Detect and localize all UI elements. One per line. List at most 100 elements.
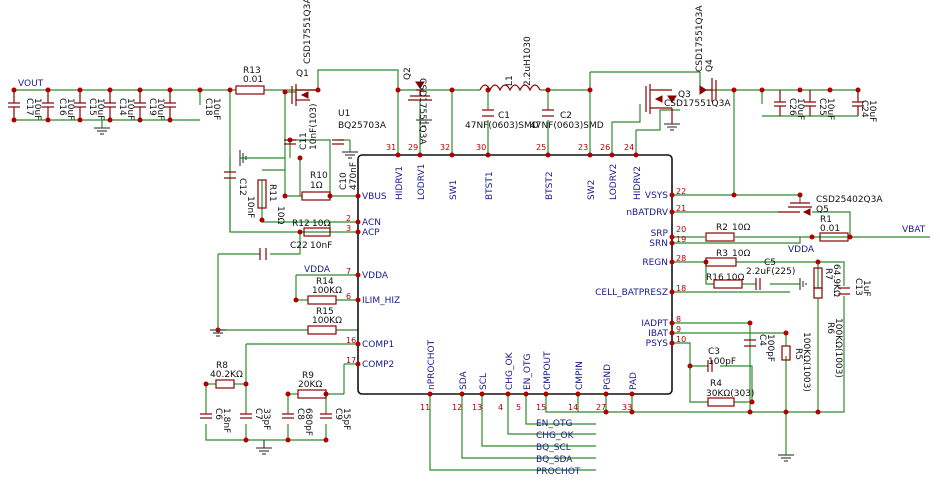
pin-name-srp: SRP	[651, 229, 669, 239]
pin-name-sw2: SW2	[587, 180, 597, 200]
capacitor-c4: C4 100pF	[744, 334, 775, 362]
ground-symbol-input	[94, 127, 110, 135]
pin-name-ibat: IBAT	[648, 329, 668, 339]
pin-number-18: 18	[676, 284, 686, 293]
svg-text:470nF: 470nF	[349, 162, 359, 190]
pin-name-pad: PAD	[629, 372, 639, 390]
svg-text:R16: R16	[706, 273, 724, 283]
pin-name-sda: SDA	[459, 371, 469, 390]
svg-text:C17: C17	[24, 98, 34, 116]
pin-number-28: 28	[676, 254, 686, 263]
svg-text:R4: R4	[710, 379, 722, 389]
pin-name-psys: PSYS	[646, 339, 669, 349]
ic-pin-labels: 31HIDRV129LODRV132SW130BTST125BTST223SW2…	[346, 143, 686, 412]
svg-text:L1: L1	[505, 75, 515, 86]
pin-name-pgnd: PGND	[603, 364, 613, 390]
svg-text:2.2uF(225): 2.2uF(225)	[746, 267, 795, 277]
pin-number-32: 32	[440, 143, 450, 152]
svg-text:100KΩ(1003): 100KΩ(1003)	[833, 318, 843, 378]
svg-text:C8: C8	[295, 408, 305, 420]
ic-ref: U1	[338, 109, 350, 119]
pin-number-30: 30	[476, 143, 486, 152]
pin-name-vbus: VBUS	[362, 192, 387, 202]
pin-number-19: 19	[676, 235, 686, 244]
svg-text:10nF(103): 10nF(103)	[309, 103, 319, 150]
svg-text:100KΩ(1003): 100KΩ(1003)	[801, 332, 811, 392]
pin-name-srn: SRN	[649, 239, 668, 249]
svg-text:R15: R15	[316, 307, 334, 317]
pin-number-10: 10	[676, 335, 686, 344]
pin-number-21: 21	[676, 204, 686, 213]
pin-name-sw1: SW1	[449, 180, 459, 200]
svg-text:C18: C18	[203, 98, 213, 116]
pin-name-cmpin: CMPIN	[575, 361, 585, 390]
pin-number-33: 33	[622, 403, 632, 412]
svg-text:30KΩ(303): 30KΩ(303)	[706, 389, 754, 399]
pin-number-11: 11	[420, 403, 430, 412]
svg-text:CSD17551Q3A: CSD17551Q3A	[695, 5, 705, 72]
svg-text:47NF(0603)SMD: 47NF(0603)SMD	[530, 121, 604, 131]
inductor-l1: L1 2.2uH1030	[479, 36, 541, 92]
capacitor-c7: C7 33pF	[240, 408, 271, 430]
resistor-r12: R12 10Ω	[292, 219, 331, 237]
net-vdda-right: VDDA	[788, 245, 815, 255]
resistor-r9: R9 20KΩ	[297, 371, 327, 399]
svg-text:C26: C26	[787, 98, 797, 116]
resistor-r14: R14 100KΩ	[307, 277, 342, 305]
svg-text:Q5: Q5	[816, 205, 829, 215]
svg-text:R13: R13	[243, 66, 261, 76]
net-vdda-left: VDDA	[304, 265, 331, 275]
svg-text:Q3: Q3	[678, 90, 691, 100]
svg-text:1.8nF: 1.8nF	[221, 408, 231, 433]
capacitor-c12: C12 10nF	[224, 171, 255, 218]
resistor-r5: R5 100KΩ(1003)	[781, 332, 811, 392]
svg-text:10uF: 10uF	[65, 98, 75, 120]
svg-text:R6: R6	[825, 322, 835, 334]
capacitor-c8: C8 680pF	[282, 408, 313, 436]
svg-text:R7: R7	[823, 268, 833, 280]
pin-number-9: 9	[676, 325, 681, 334]
svg-text:1Ω: 1Ω	[310, 181, 323, 191]
svg-text:680pF: 680pF	[303, 408, 313, 436]
pin-number-8: 8	[676, 315, 681, 324]
svg-text:10uF: 10uF	[95, 98, 105, 120]
pin-number-14: 14	[568, 403, 578, 412]
svg-text:CSD17551Q3A: CSD17551Q3A	[417, 78, 427, 145]
mosfet-q3: Q3 CSD17551Q3A	[645, 84, 731, 124]
pin-name-hidrv2: HIDRV2	[633, 166, 643, 200]
ic-value: BQ25703A	[338, 121, 387, 131]
ic-u1-body	[357, 154, 673, 395]
svg-text:10Ω: 10Ω	[726, 273, 744, 283]
pin-name-regn: REGN	[642, 258, 668, 268]
pin-name-acp: ACP	[362, 228, 380, 238]
ground-symbol-c12	[239, 150, 247, 166]
ground-symbol-comp	[256, 440, 272, 455]
ground-symbol-q2	[416, 119, 432, 127]
resistor-r8: R8 40.2KΩ	[210, 361, 243, 389]
pin-number-7: 7	[346, 267, 351, 276]
input-capacitors: C17 10uF C16 10uF C15 10uF C14 10uF C19 …	[8, 90, 221, 135]
svg-text:10uF: 10uF	[867, 100, 877, 122]
capacitor-c25: C25 10uF	[804, 90, 835, 120]
pin-name-nbatdrv: nBATDRV	[626, 208, 669, 218]
svg-text:C16: C16	[57, 98, 67, 116]
resistor-r3: R3 10Ω	[705, 249, 750, 267]
svg-text:R5: R5	[793, 348, 803, 360]
resistor-r10: R10 1Ω	[301, 171, 331, 201]
svg-text:10uF: 10uF	[125, 98, 135, 120]
pin-number-15: 15	[536, 403, 546, 412]
svg-text:C25: C25	[817, 98, 827, 116]
pin-name-cmpout: CMPOUT	[543, 351, 553, 390]
ground-symbol-left	[210, 329, 226, 337]
svg-text:64.9KΩ: 64.9KΩ	[831, 264, 841, 297]
svg-text:R1: R1	[820, 215, 832, 225]
svg-text:10uF: 10uF	[32, 98, 42, 120]
svg-text:10nF: 10nF	[245, 196, 255, 218]
svg-text:C13: C13	[853, 278, 863, 296]
mosfet-q4: Q4 CSD17551Q3A	[695, 5, 717, 102]
pin-number-22: 22	[676, 187, 686, 196]
net-prochot: PROCHOT	[536, 467, 581, 477]
capacitor-c5: C5 2.2uF(225)	[746, 258, 795, 290]
capacitor-c2: C2 47NF(0603)SMD	[530, 109, 604, 131]
